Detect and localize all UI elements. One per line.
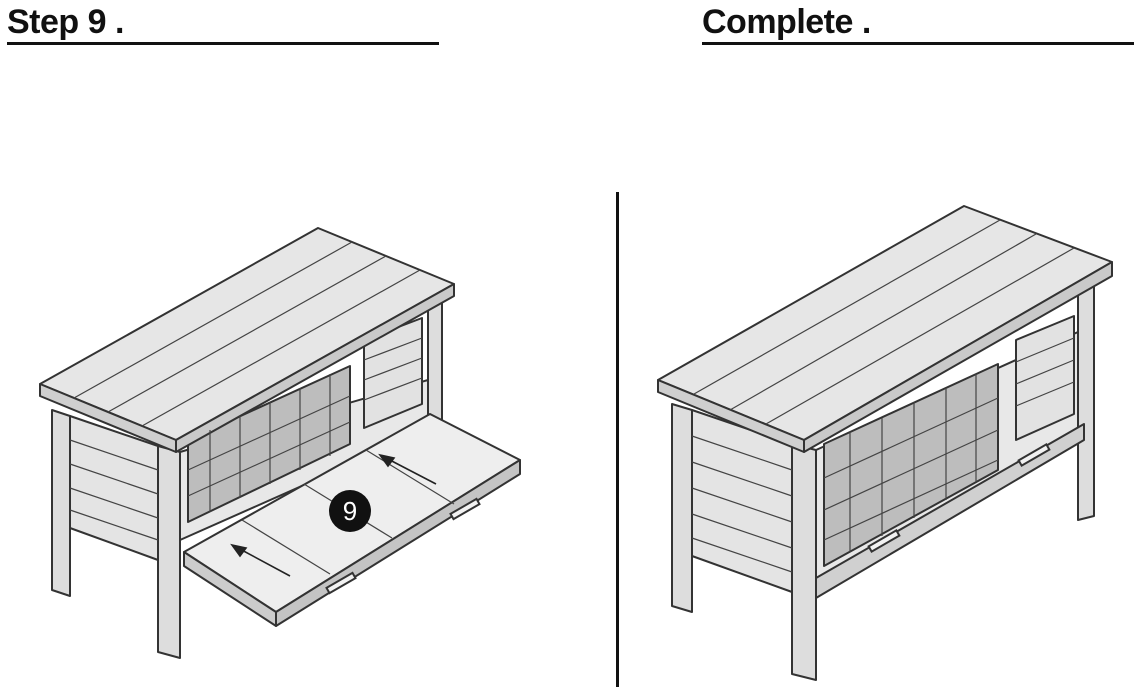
side-door	[1015, 315, 1075, 441]
hutch-complete-illustration	[657, 205, 1113, 681]
mesh-door	[823, 363, 999, 567]
step-9-heading: Step 9 .	[7, 0, 439, 45]
step-number-badge: 9	[329, 490, 371, 532]
hutch-tray-insert-illustration: 9	[39, 227, 521, 659]
left-front-leg	[671, 403, 693, 613]
step-9-title: Step 9 .	[7, 3, 124, 41]
front-leg	[791, 443, 817, 681]
front-leg	[157, 445, 181, 659]
roof-edge-side	[175, 283, 455, 453]
tray-front	[815, 423, 1085, 599]
complete-underline	[702, 42, 1134, 45]
roof-edge-side	[803, 261, 1113, 453]
mesh-door	[187, 365, 351, 523]
back-leg	[1077, 285, 1095, 521]
panel-divider	[616, 192, 619, 687]
step-9-underline	[7, 42, 439, 45]
insert-arrows-icon	[230, 453, 437, 577]
left-front-leg	[51, 409, 71, 597]
complete-heading: Complete .	[702, 0, 1134, 45]
complete-title: Complete .	[702, 3, 871, 41]
svg-text:9: 9	[343, 496, 357, 526]
side-panel	[69, 415, 159, 561]
